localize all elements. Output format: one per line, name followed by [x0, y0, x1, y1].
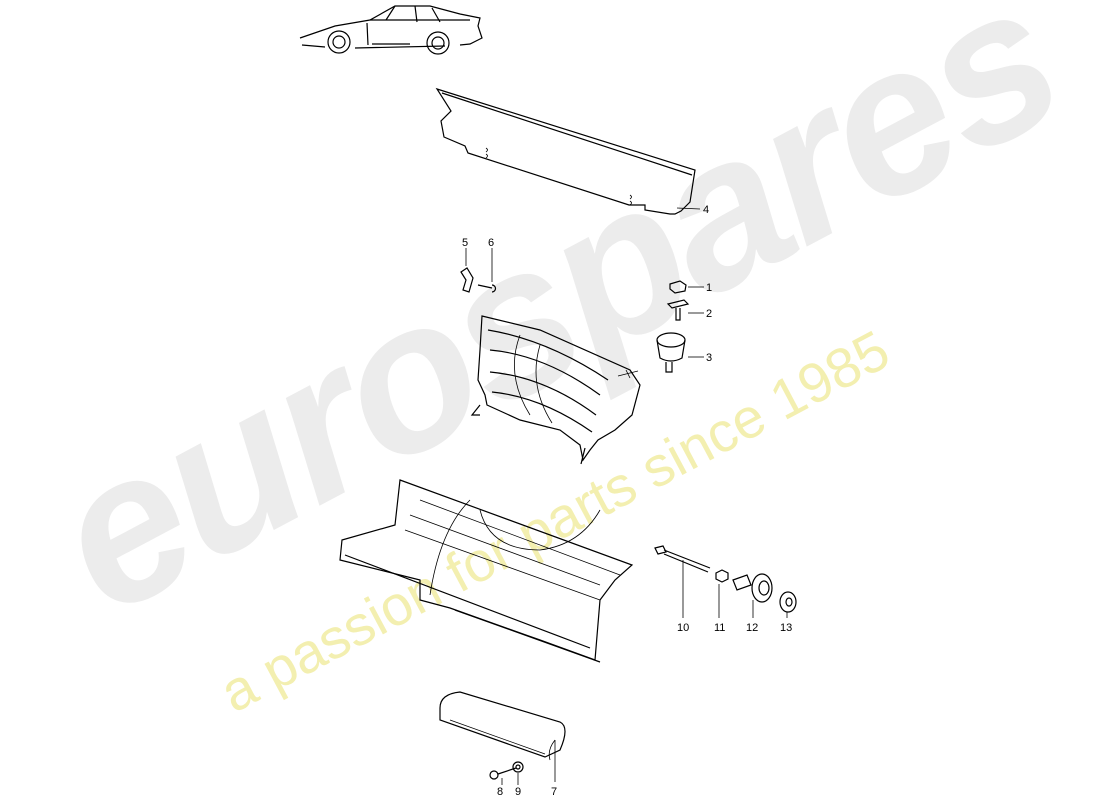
part-4-rear-panel — [435, 87, 701, 215]
part-10-bolt — [654, 545, 711, 618]
part-5-clip — [460, 248, 474, 293]
seat-cushion — [339, 479, 634, 663]
part-12-grommet — [732, 573, 773, 618]
callout-6: 6 — [488, 237, 494, 249]
callout-7: 7 — [551, 786, 557, 798]
callout-2: 2 — [706, 308, 712, 320]
backrest-cushion — [470, 315, 641, 465]
callout-5: 5 — [462, 237, 468, 249]
callout-8: 8 — [497, 786, 503, 798]
part-2-bolt — [666, 299, 704, 321]
callout-9: 9 — [515, 786, 521, 798]
part-8-screw — [489, 767, 517, 785]
callout-4: 4 — [703, 204, 709, 216]
part-7-pad — [439, 691, 566, 782]
callout-12: 12 — [746, 622, 758, 634]
part-1-nut — [669, 280, 704, 294]
callout-10: 10 — [677, 622, 689, 634]
callout-3: 3 — [706, 352, 712, 364]
part-13-washer — [779, 591, 797, 618]
part-6-screw — [477, 248, 497, 293]
callout-1: 1 — [706, 282, 712, 294]
callout-13: 13 — [780, 622, 792, 634]
part-9-washer — [512, 761, 524, 785]
part-3-cup — [656, 332, 704, 373]
car-side-view — [299, 5, 483, 55]
part-11-nut — [715, 569, 729, 618]
callout-11: 11 — [714, 622, 725, 634]
